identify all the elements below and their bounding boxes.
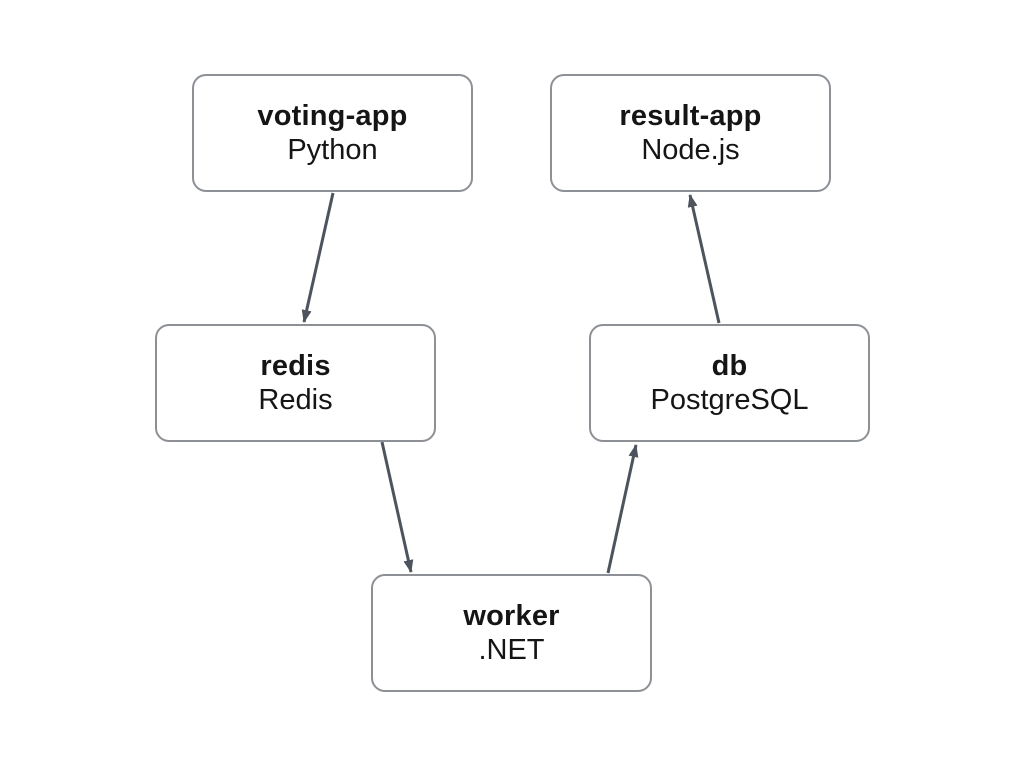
node-redis-subtitle: Redis: [258, 384, 333, 416]
edge-worker-to-db: [606, 444, 639, 574]
node-db-subtitle: PostgreSQL: [650, 384, 809, 416]
edge-voting-app-to-redis: [301, 192, 335, 323]
node-db: db PostgreSQL: [589, 324, 870, 442]
node-result-app-title: result-app: [619, 100, 762, 132]
edge-redis-to-worker: [380, 441, 414, 573]
node-db-title: db: [711, 350, 748, 382]
node-voting-app: voting-app Python: [192, 74, 473, 192]
node-worker-title: worker: [463, 600, 560, 632]
node-voting-app-subtitle: Python: [287, 134, 378, 166]
node-redis: redis Redis: [155, 324, 436, 442]
node-result-app-subtitle: Node.js: [641, 134, 740, 166]
edge-db-to-result-app: [687, 194, 721, 324]
node-redis-title: redis: [260, 350, 331, 382]
node-voting-app-title: voting-app: [257, 100, 408, 132]
node-result-app: result-app Node.js: [550, 74, 831, 192]
node-worker-subtitle: .NET: [478, 634, 545, 666]
node-worker: worker .NET: [371, 574, 652, 692]
